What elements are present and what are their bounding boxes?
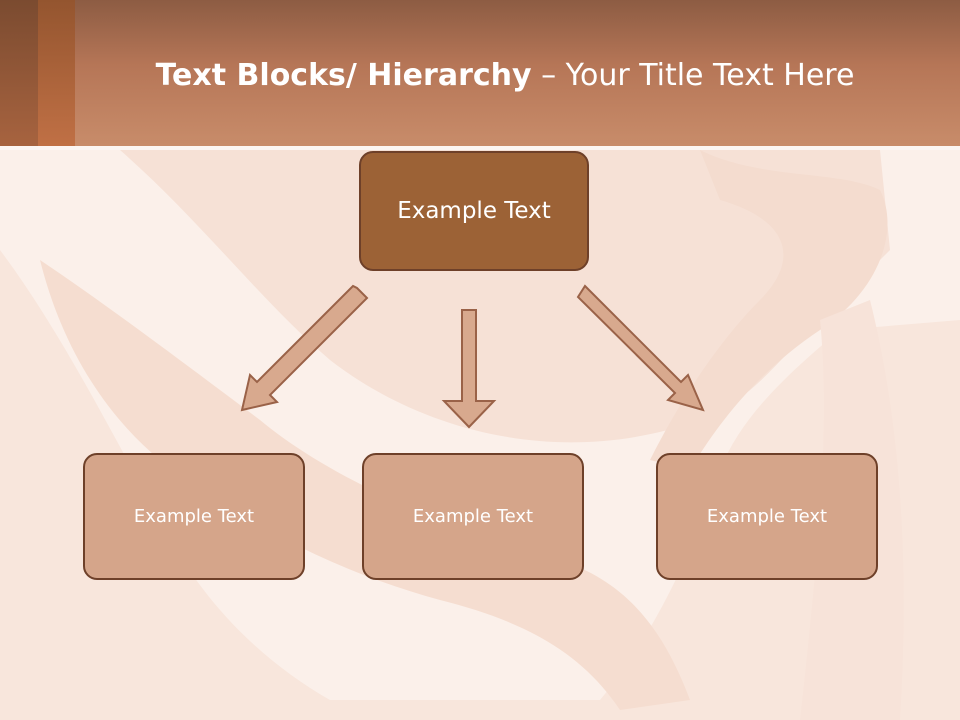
child-box-right: Example Text — [656, 453, 878, 580]
top-level-box-label: Example Text — [397, 198, 551, 224]
arrow-to-right-box — [576, 284, 705, 412]
title-bold-part: Text Blocks/ Hierarchy — [155, 58, 532, 93]
arrow-to-left-box — [240, 284, 369, 412]
top-level-box: Example Text — [359, 151, 589, 271]
title-header-band — [0, 0, 960, 146]
child-box-center: Example Text — [362, 453, 584, 580]
header-accent-bar — [0, 0, 38, 146]
child-box-right-label: Example Text — [706, 506, 828, 527]
child-box-center-label: Example Text — [412, 506, 534, 527]
header-accent-bar — [38, 0, 75, 146]
title-regular-part: Your Title Text Here — [565, 58, 855, 93]
slide-title: Text Blocks/ Hierarchy – Your Title Text… — [75, 54, 935, 98]
child-box-left-label: Example Text — [133, 506, 255, 527]
arrow-to-center-box — [441, 309, 497, 429]
child-box-left: Example Text — [83, 453, 305, 580]
title-separator: – — [531, 58, 566, 93]
